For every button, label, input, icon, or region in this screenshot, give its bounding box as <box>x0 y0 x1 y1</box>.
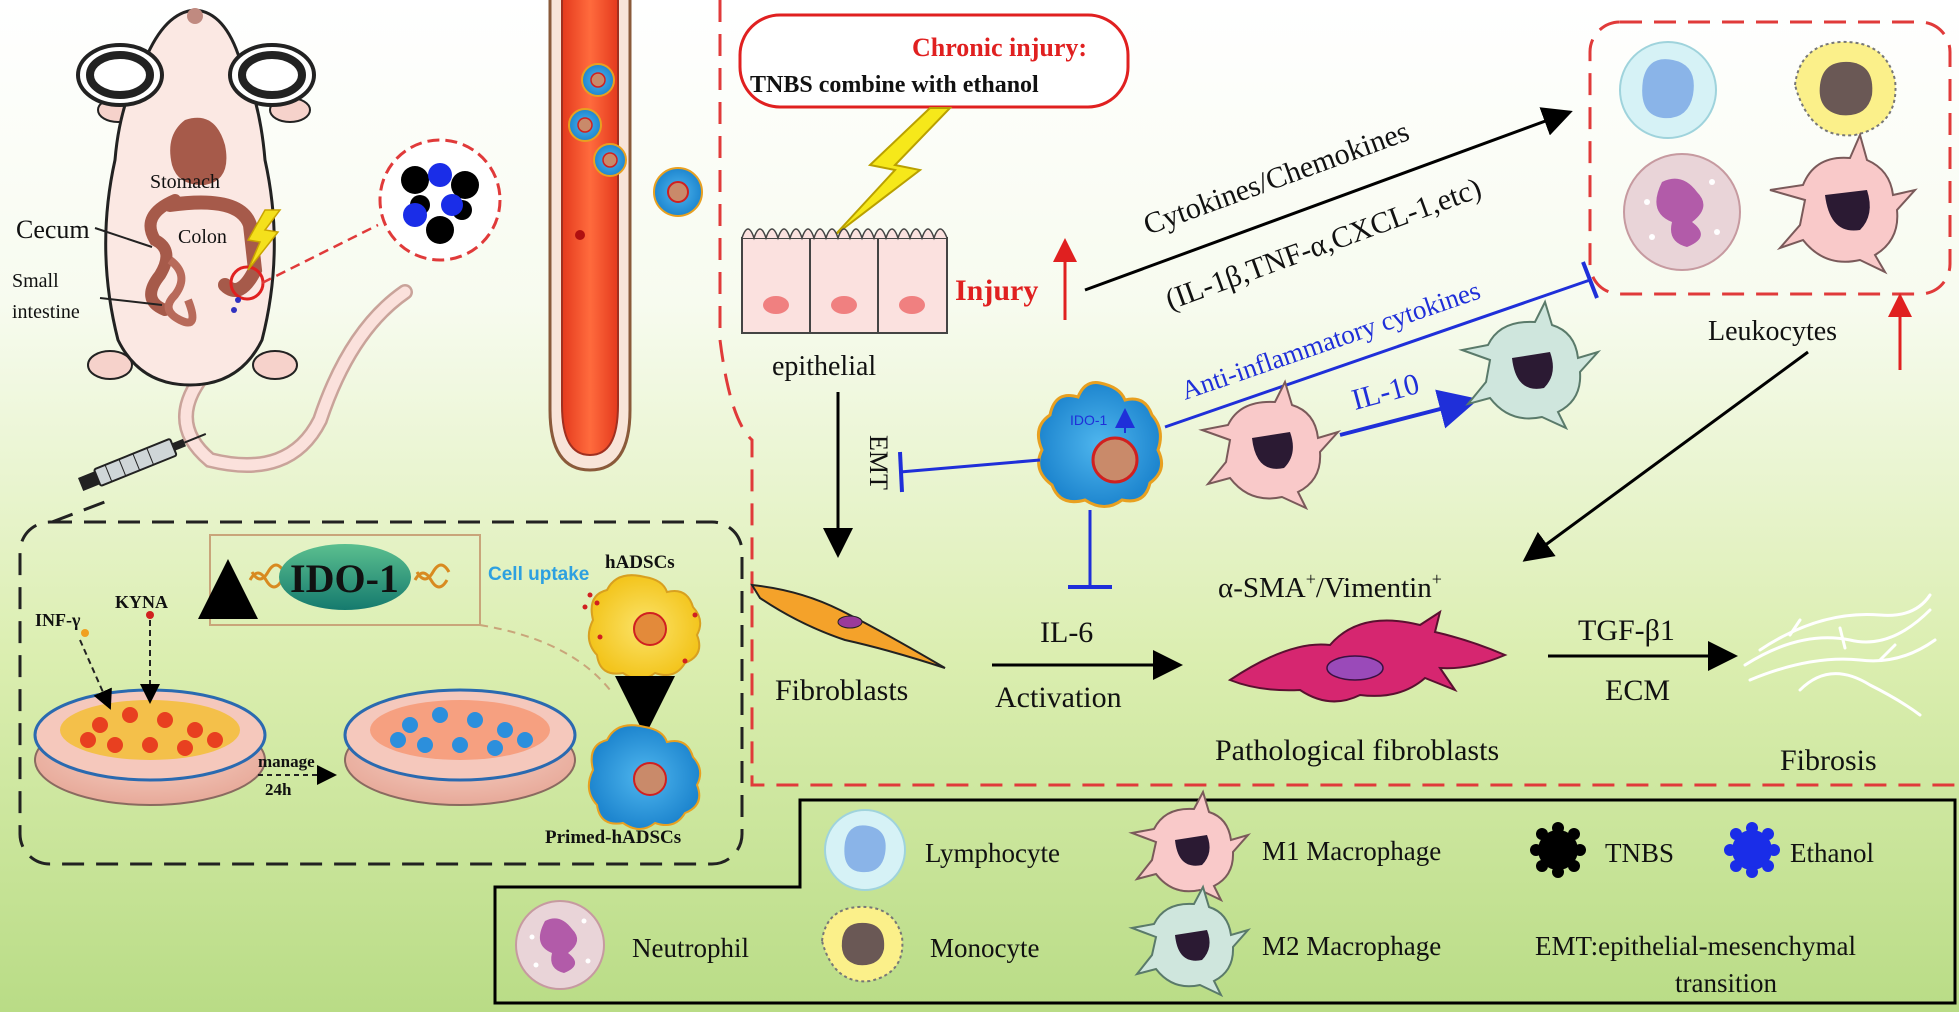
label-primed-hadscs: Primed-hADSCs <box>545 827 681 848</box>
injury-subtitle: TNBS combine with ethanol <box>750 72 1039 98</box>
leukocyte-cluster <box>1619 40 1918 275</box>
cytokines-arrow <box>1084 107 1573 292</box>
legend-lymphocyte-icon <box>824 809 906 891</box>
legend-lymphocyte: Lymphocyte <box>925 838 1060 868</box>
label-inf-gamma: INF-γ <box>35 610 81 630</box>
anti-inflammatory-block-bar <box>1581 261 1599 299</box>
hadsc-yellow-cell <box>582 574 702 680</box>
label-ido1-big: IDO-1 <box>290 556 399 601</box>
label-kyna: KYNA <box>115 592 168 612</box>
label-cell-uptake: Cell uptake <box>488 564 589 585</box>
legend-frame <box>493 798 1957 1005</box>
inf-arrow <box>79 639 112 710</box>
culture-dish-after <box>343 688 577 806</box>
label-tgf: TGF-β1 <box>1578 614 1675 647</box>
fibroblast-cell <box>750 583 946 669</box>
label-ecm: ECM <box>1605 674 1670 707</box>
pathological-fibroblast-cell <box>1227 609 1508 703</box>
label-asma-vimentin: α-SMA+/Vimentin+ <box>1218 569 1442 604</box>
label-il6: IL-6 <box>1040 616 1093 649</box>
m2-macrophage <box>1458 299 1602 431</box>
legend-neutrophil-icon <box>515 900 605 990</box>
legend-ethanol: Ethanol <box>1790 838 1874 868</box>
label-activation: Activation <box>995 681 1122 714</box>
legend-m1-icon <box>1128 789 1252 903</box>
il10-arrow <box>1339 389 1479 437</box>
emt-block-bar <box>898 451 904 493</box>
label-epithelial: epithelial <box>772 351 876 382</box>
legend-m2: M2 Macrophage <box>1262 931 1441 961</box>
red-dashed-frame <box>718 0 1955 787</box>
label-vimentin: /Vimentin <box>1316 572 1432 604</box>
legend-ethanol-icon <box>1724 822 1780 878</box>
label-hadscs: hADSCs <box>605 552 675 573</box>
label-fibroblasts: Fibroblasts <box>775 674 908 707</box>
lightning-bolt-icon <box>834 107 953 236</box>
syringe-icon <box>78 432 207 491</box>
label-leukocytes: Leukocytes <box>1708 316 1837 347</box>
primed-msc-central: IDO-1 <box>1036 381 1164 508</box>
label-manage: manage <box>258 752 315 771</box>
legend-monocyte: Monocyte <box>930 933 1039 963</box>
tnbs-ethanol-zoom <box>378 138 502 262</box>
label-small-intestine-1: Small <box>12 270 59 292</box>
label-colon: Colon <box>178 226 227 248</box>
label-ido1-small: IDO-1 <box>1070 412 1108 428</box>
injury-title: Chronic injury: <box>912 33 1087 62</box>
culture-dish-before <box>33 688 267 806</box>
uptake-dashed-curve <box>479 624 611 691</box>
legend-monocyte-icon <box>820 905 904 983</box>
legend-tnbs-icon <box>1530 822 1586 878</box>
legend-m2-icon <box>1128 884 1252 998</box>
label-il10: IL-10 <box>1348 367 1423 417</box>
emt-inhibition-line <box>899 458 1041 474</box>
label-emt: EMT <box>864 435 893 490</box>
legend-emt-definition-1: EMT:epithelial-mesenchymal <box>1535 931 1856 961</box>
ido1-upregulation-panel: IDO-1 <box>198 534 481 626</box>
leukocyte-to-fibroblast-arrow <box>1522 350 1809 562</box>
m1-macrophage <box>1198 379 1342 511</box>
msc-in-vessel <box>568 63 703 217</box>
legend-neutrophil: Neutrophil <box>632 933 749 963</box>
priming-box-connector <box>51 498 111 524</box>
legend-tnbs: TNBS <box>1605 838 1674 868</box>
primed-hadsc-cell <box>587 724 702 830</box>
label-fibrosis: Fibrosis <box>1780 744 1877 777</box>
priming-box <box>18 520 744 866</box>
anti-inflammatory-line <box>1164 278 1591 429</box>
label-pathological: Pathological fibroblasts <box>1215 734 1499 767</box>
label-24h: 24h <box>265 780 292 799</box>
chronic-injury-callout: Chronic injury: TNBS combine with ethano… <box>738 13 1130 109</box>
epithelial-cells <box>741 228 948 334</box>
mouse-illustration: Stomach Colon Cecum Small intestine <box>12 8 413 473</box>
fibrosis-icon <box>1743 593 1937 717</box>
label-asma: α-SMA <box>1218 572 1306 604</box>
label-injury: Injury <box>955 274 1038 307</box>
label-stomach: Stomach <box>150 171 220 193</box>
label-small-intestine-2: intestine <box>12 301 80 323</box>
label-cecum: Cecum <box>16 215 90 244</box>
label-vimentin-sup: + <box>1432 569 1442 589</box>
legend-emt-definition-2: transition <box>1675 968 1777 998</box>
label-asma-sup: + <box>1306 569 1316 589</box>
legend-m1: M1 Macrophage <box>1262 836 1441 866</box>
